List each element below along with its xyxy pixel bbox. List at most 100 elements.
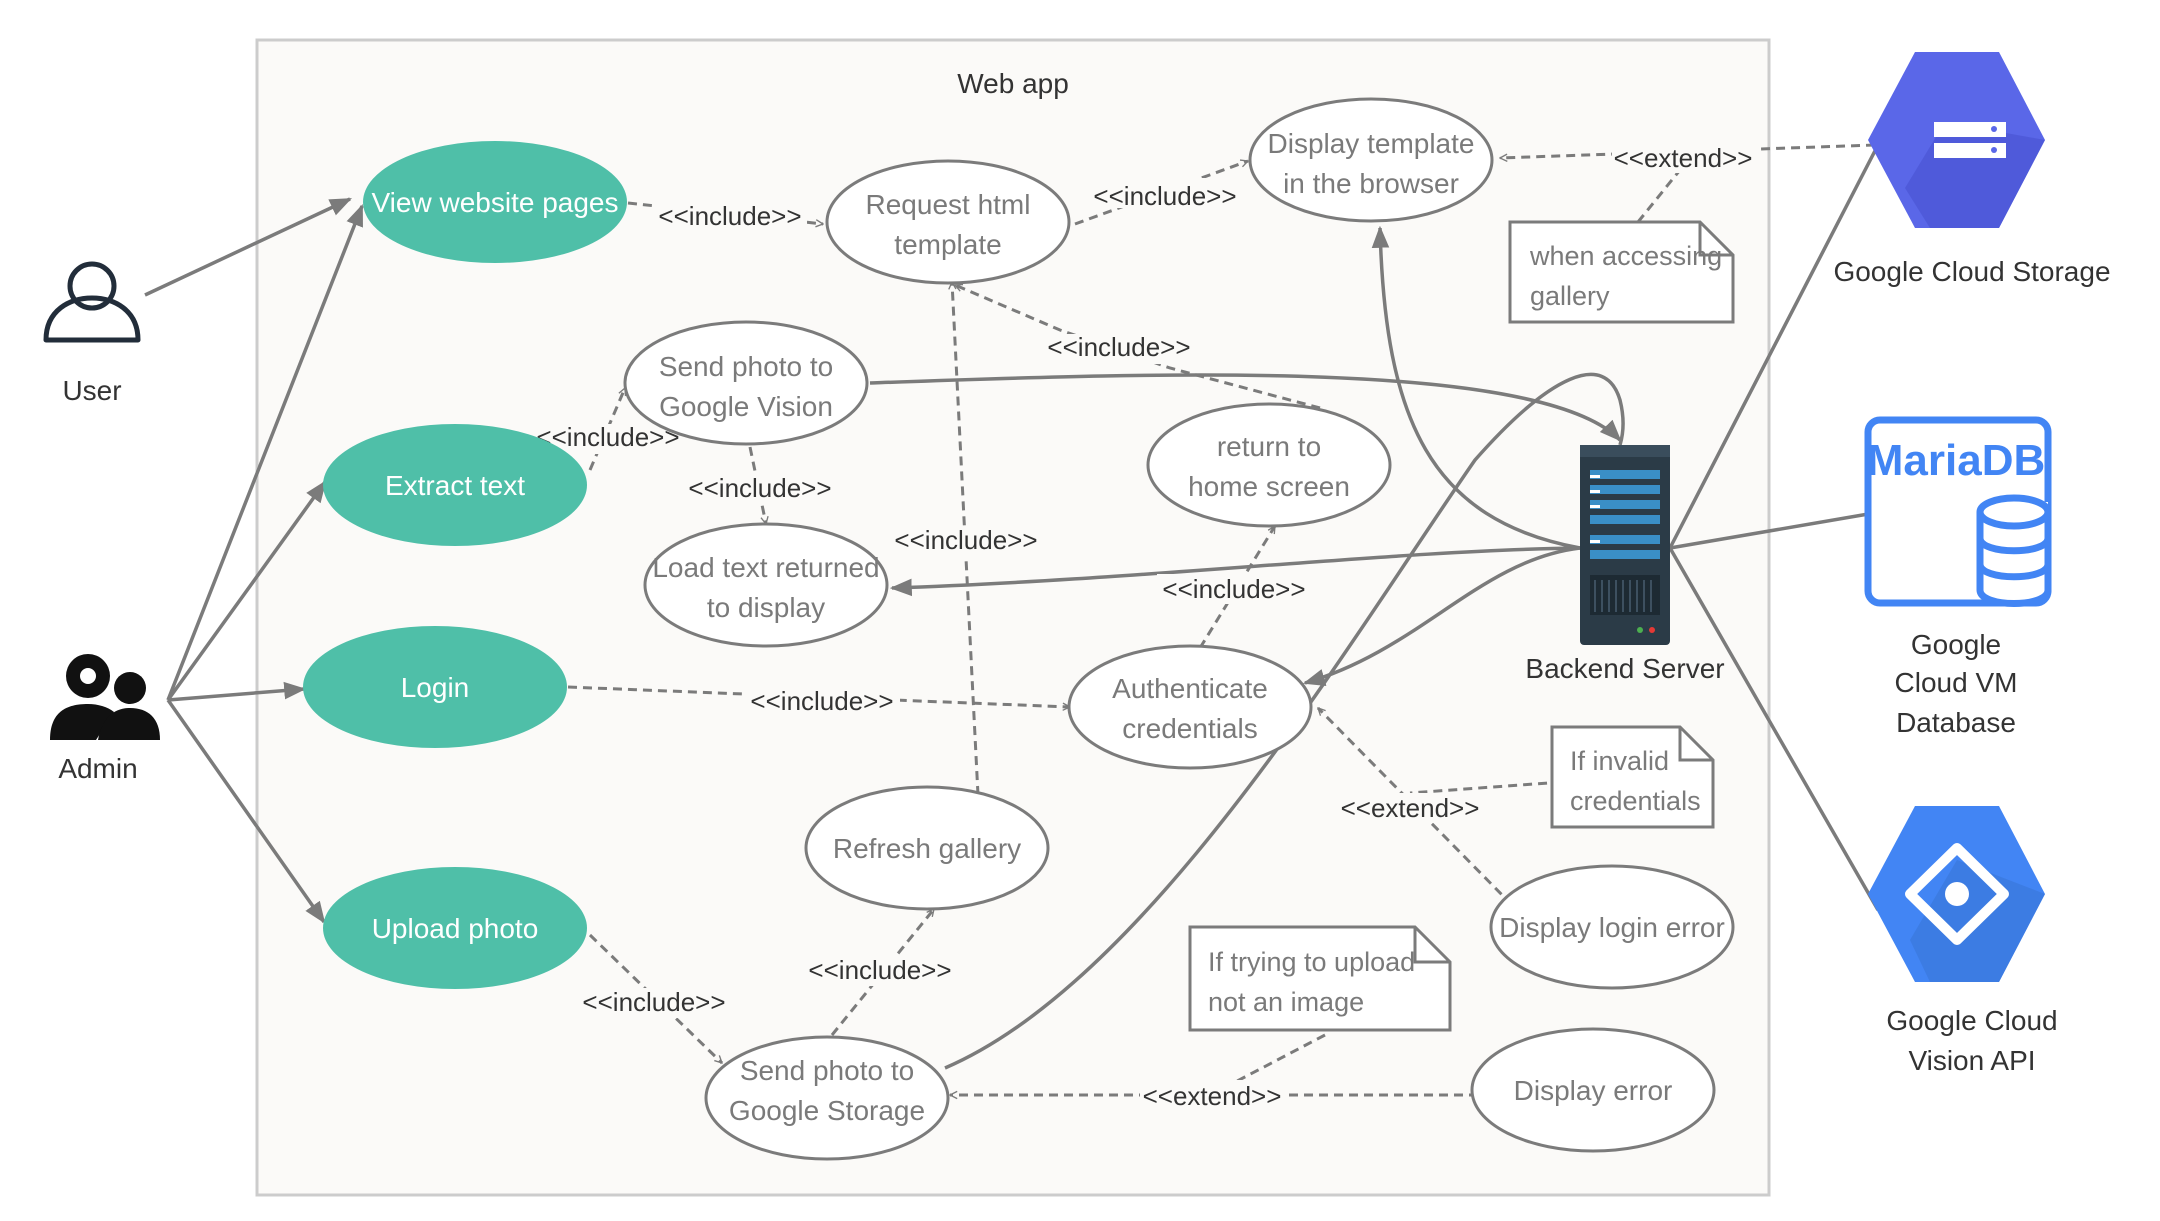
assoc-admin-view xyxy=(166,203,364,701)
note-invalid-line1: If invalid xyxy=(1570,746,1669,776)
note-gallery-line2: gallery xyxy=(1530,281,1610,311)
usecase-load-text[interactable] xyxy=(643,522,889,648)
usecase-load-text-line1: Load text returned xyxy=(652,552,879,583)
usecase-extract-text-label: Extract text xyxy=(385,470,525,501)
database-cylinder-icon xyxy=(1976,494,2052,607)
google-cloud-storage-label: Google Cloud Storage xyxy=(1833,256,2110,287)
rel-login-auth xyxy=(567,685,1070,707)
label-include-request-display: <<include>> xyxy=(1093,181,1236,211)
usecase-display-login-error-label: Display login error xyxy=(1499,912,1725,943)
usecase-display-login-error[interactable] xyxy=(1489,864,1735,990)
server-rack-icon xyxy=(1580,445,1670,645)
label-include-view-request: <<include>> xyxy=(658,201,801,231)
label-extend-storage-display: <<extend>> xyxy=(1614,143,1753,173)
note-invalid-credentials: If invalid credentials xyxy=(1550,725,1715,829)
note-upload-line2: not an image xyxy=(1208,987,1364,1017)
google-cloud-storage[interactable]: Google Cloud Storage xyxy=(1833,52,2111,287)
server-to-load xyxy=(889,546,1581,597)
mariadb-label-line2: Cloud VM xyxy=(1895,667,2018,698)
usecase-send-vision-line1: Send photo to xyxy=(659,351,833,382)
admin-group-icon xyxy=(50,654,160,740)
link-server-storage xyxy=(1668,144,1880,549)
boundary-title: Web app xyxy=(957,68,1069,99)
usecase-extract-text[interactable] xyxy=(323,424,587,546)
usecase-authenticate-line1: Authenticate xyxy=(1112,673,1268,704)
user-icon xyxy=(43,261,141,343)
label-include-storage-refresh: <<include>> xyxy=(808,955,951,985)
usecase-display-error[interactable] xyxy=(1470,1027,1716,1153)
storage-to-server xyxy=(944,372,1625,1070)
vision-to-server xyxy=(869,373,1622,442)
cloud-storage-icon xyxy=(1868,52,2045,228)
usecase-request-html[interactable] xyxy=(825,159,1071,285)
relation-labels: <<include>> <<include>> <<include>> <<in… xyxy=(532,143,1757,1111)
usecase-send-vision-line2: Google Vision xyxy=(659,391,833,422)
link-server-mariadb xyxy=(1669,510,1881,550)
usecase-display-template-line1: Display template xyxy=(1268,128,1475,159)
assoc-user-view xyxy=(144,197,352,297)
usecase-authenticate[interactable] xyxy=(1067,644,1313,770)
note-invalid-line2: credentials xyxy=(1570,786,1701,816)
label-include-vision-load: <<include>> xyxy=(688,473,831,503)
usecase-view-website-pages[interactable] xyxy=(363,141,627,263)
usecase-login[interactable] xyxy=(303,626,567,748)
usecase-load-text-line2: to display xyxy=(707,592,825,623)
actor-user[interactable]: User xyxy=(43,261,141,406)
usecase-display-template-line2: in the browser xyxy=(1283,168,1459,199)
server-to-auth xyxy=(1302,546,1581,686)
label-include-extract-vision: <<include>> xyxy=(536,422,679,452)
usecase-display-error-label: Display error xyxy=(1514,1075,1673,1106)
label-include-refresh-request: <<include>> xyxy=(894,525,1037,555)
usecase-send-storage[interactable] xyxy=(704,1035,950,1161)
usecase-return-home-line1: return to xyxy=(1217,431,1321,462)
note-anchor-gallery xyxy=(1636,169,1682,223)
note-upload-not-image: If trying to upload not an image xyxy=(1188,925,1452,1032)
label-include-upload-storage: <<include>> xyxy=(582,987,725,1017)
assoc-admin-login xyxy=(167,681,307,702)
mariadb-label-line3: Database xyxy=(1896,707,2016,738)
mariadb-label-line1: Google xyxy=(1911,629,2001,660)
note-gallery-line1: when accessing xyxy=(1529,241,1722,271)
usecase-refresh-gallery-label: Refresh gallery xyxy=(833,833,1021,864)
usecase-send-storage-line1: Send photo to xyxy=(740,1055,914,1086)
actor-user-label: User xyxy=(62,375,121,406)
usecase-refresh-gallery[interactable] xyxy=(804,785,1050,911)
usecase-request-html-line1: Request html xyxy=(866,189,1031,220)
assoc-admin-extract xyxy=(166,480,327,702)
label-extend-error-storage: <<extend>> xyxy=(1143,1081,1282,1111)
backend-server[interactable]: Backend Server xyxy=(1525,445,1725,684)
google-cloud-vision-line2: Vision API xyxy=(1908,1045,2035,1076)
usecase-login-label: Login xyxy=(401,672,470,703)
rel-auth-return xyxy=(1198,526,1277,649)
usecase-return-home-line2: home screen xyxy=(1188,471,1350,502)
label-include-auth-return: <<include>> xyxy=(1162,574,1305,604)
actor-admin-label: Admin xyxy=(58,753,137,784)
label-include-login-auth: <<include>> xyxy=(750,686,893,716)
label-extend-loginerror: <<extend>> xyxy=(1341,793,1480,823)
link-server-vision xyxy=(1668,547,1880,911)
label-include-return-request: <<include>> xyxy=(1047,332,1190,362)
actor-admin[interactable]: Admin xyxy=(50,654,160,784)
note-gallery: when accessing gallery xyxy=(1508,220,1735,324)
vision-eye-icon xyxy=(1868,806,2045,982)
backend-server-label: Backend Server xyxy=(1525,653,1724,684)
note-anchor-invalid xyxy=(1409,780,1563,795)
usecase-view-website-pages-label: View website pages xyxy=(372,187,619,218)
usecase-send-vision[interactable] xyxy=(623,320,869,446)
google-cloud-vision-line1: Google Cloud xyxy=(1886,1005,2057,1036)
usecase-authenticate-line2: credentials xyxy=(1122,713,1257,744)
usecase-request-html-line2: template xyxy=(894,229,1001,260)
usecase-display-template[interactable] xyxy=(1248,97,1494,223)
usecase-return-home[interactable] xyxy=(1146,402,1392,528)
server-to-display xyxy=(1371,225,1581,550)
rel-vision-load xyxy=(748,446,766,524)
usecase-upload-photo-label: Upload photo xyxy=(372,913,539,944)
google-cloud-vision[interactable]: Google Cloud Vision API xyxy=(1868,806,2058,1076)
mariadb-database[interactable]: MariaDB Google Cloud VM Database xyxy=(1864,416,2052,738)
svg-text:MariaDB: MariaDB xyxy=(1867,436,2046,485)
usecase-upload-photo[interactable] xyxy=(323,867,587,989)
usecase-send-storage-line2: Google Storage xyxy=(729,1095,925,1126)
assoc-admin-upload xyxy=(166,698,326,924)
note-upload-line1: If trying to upload xyxy=(1208,947,1415,977)
